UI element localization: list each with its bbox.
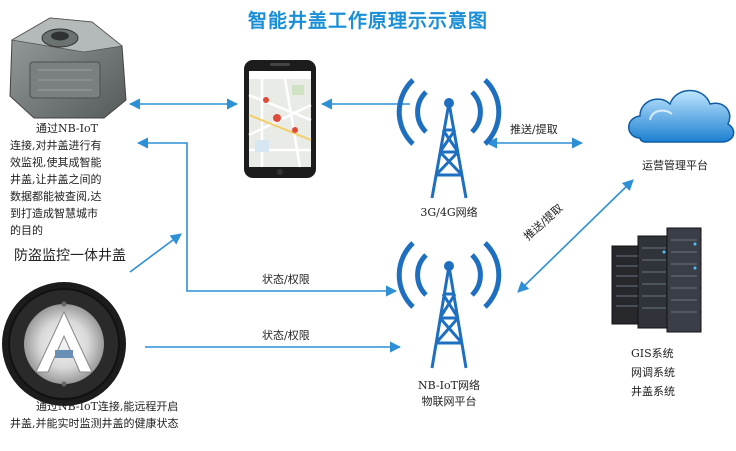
desc-line: 井盖,让井盖之间的 xyxy=(10,171,170,188)
server-label: 井盖系统 xyxy=(631,382,675,401)
desc-line: 连接,对井盖进行有 xyxy=(10,137,170,154)
server-labels: GIS系统 网调系统 井盖系统 xyxy=(631,344,675,401)
desc-line: 数据都能被查阅,达 xyxy=(10,188,170,205)
device-top-description: 通过NB-IoT 连接,对井盖进行有 效监视,使其成智能 井盖,让井盖之间的 数… xyxy=(10,120,170,239)
tower-bottom-label: NB-IoT网络 物联网平台 xyxy=(399,378,499,410)
arrow-device-diag xyxy=(130,234,181,272)
desc-line: 效监视,使其成智能 xyxy=(10,154,170,171)
cell-tower-top-icon xyxy=(399,80,499,198)
server-rack-image xyxy=(612,228,701,332)
device-label: 防盗监控一体井盖 xyxy=(14,245,126,265)
cloud-label: 运营管理平台 xyxy=(620,157,730,173)
desc-line: 通过NB-IoT连接,能远程开启 xyxy=(10,398,240,415)
edge-label-status-top: 状态/权限 xyxy=(262,271,310,287)
server-label: GIS系统 xyxy=(631,344,675,363)
device-bottom-description: 通过NB-IoT连接,能远程开启 井盖,并能实时监测井盖的健康状态 xyxy=(10,398,240,432)
device-top-image xyxy=(10,18,126,118)
server-label: 网调系统 xyxy=(631,363,675,382)
cell-tower-bottom-icon xyxy=(399,243,499,368)
desc-line: 井盖,并能实时监测井盖的健康状态 xyxy=(10,415,240,432)
cloud-icon xyxy=(629,91,734,143)
desc-line: 到打造成智慧城市 xyxy=(10,205,170,222)
smartphone-image xyxy=(244,60,316,178)
edge-label-push-top: 推送/提取 xyxy=(510,121,558,137)
desc-line: 通过NB-IoT xyxy=(10,120,170,137)
tower-bottom-line: 物联网平台 xyxy=(399,394,499,410)
tower-top-label: 3G/4G网络 xyxy=(399,204,499,220)
edge-label-status-bottom: 状态/权限 xyxy=(262,327,310,343)
arrows xyxy=(130,104,633,347)
tower-bottom-line: NB-IoT网络 xyxy=(399,378,499,394)
desc-line: 的目的 xyxy=(10,222,170,239)
device-bottom-image xyxy=(2,282,126,406)
